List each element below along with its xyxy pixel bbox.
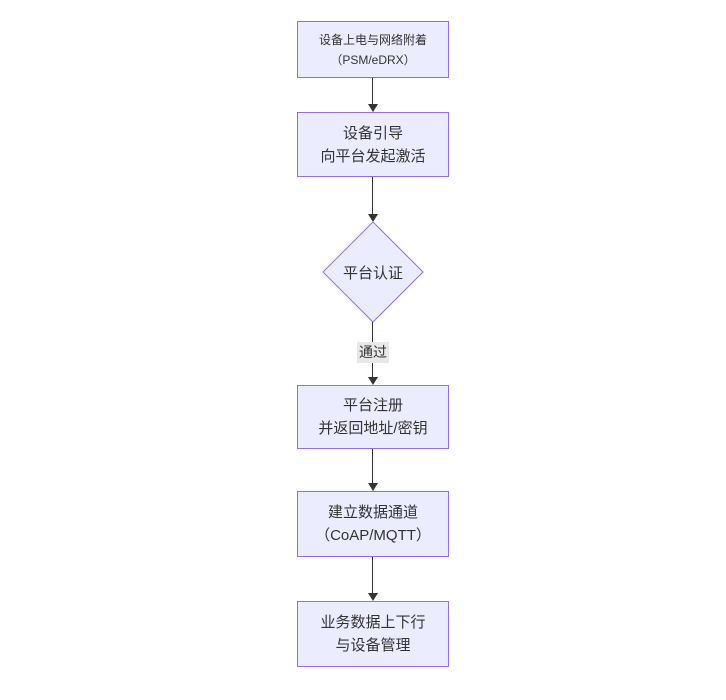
node-power-network-attach: 设备上电与网络附着 （PSM/eDRX） [297, 21, 449, 78]
edge-line [372, 78, 373, 105]
node-text-line: 建立数据通道 [327, 504, 418, 521]
edge-arrow-2 [368, 177, 378, 222]
node-text-line: （PSM/eDRX） [330, 52, 416, 67]
node-data-channel: 建立数据通道 （CoAP/MQTT） [297, 491, 449, 557]
arrowhead-down-icon [368, 214, 378, 222]
edge-arrow-5 [368, 557, 378, 601]
node-text-line: 业务数据上下行 [320, 614, 426, 631]
arrowhead-down-icon [368, 104, 378, 112]
node-platform-auth-decision: 平台认证 [322, 221, 424, 323]
edge-line [372, 449, 373, 484]
node-text-line: 设备上电与网络附着 [318, 32, 427, 47]
node-text-line: 平台认证 [342, 264, 403, 282]
edge-arrow-4 [368, 449, 378, 491]
arrowhead-down-icon [368, 377, 378, 385]
node-text-line: 设备引导 [342, 124, 403, 142]
node-business-data: 业务数据上下行 与设备管理 [297, 601, 449, 667]
node-text-line: 平台注册 [342, 397, 403, 414]
node-platform-register: 平台注册 并返回地址/密钥 [297, 385, 449, 449]
edge-line [372, 177, 373, 215]
arrowhead-down-icon [368, 483, 378, 491]
node-device-bootstrap: 设备引导 向平台发起激活 [297, 112, 449, 177]
node-text-line: 并返回地址/密钥 [318, 420, 428, 437]
arrowhead-down-icon [368, 593, 378, 601]
node-text-line: 与设备管理 [335, 637, 411, 654]
edge-arrow-1 [368, 78, 378, 112]
diamond-shape [322, 221, 424, 323]
edge-label-pass: 通过 [357, 342, 389, 363]
edge-line [372, 557, 373, 594]
node-text-line: 向平台发起激活 [320, 147, 426, 165]
node-text-line: （CoAP/MQTT） [315, 527, 431, 544]
